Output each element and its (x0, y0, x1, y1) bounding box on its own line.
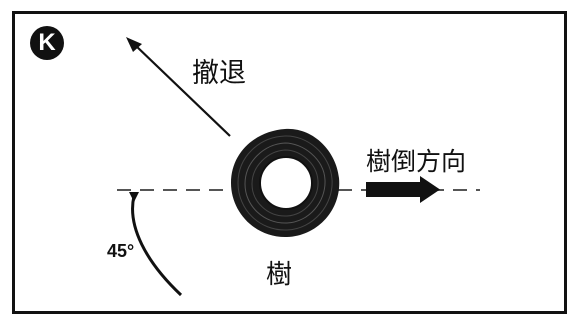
fall-direction-label: 樹倒方向 (366, 147, 467, 176)
panel-letter-badge: K (30, 26, 64, 60)
tree-label: 樹 (266, 260, 293, 290)
retreat-arrow-icon (126, 37, 231, 137)
tree-trunk-cross-section-icon (231, 128, 340, 238)
retreat-label: 撤退 (192, 58, 246, 89)
angle-arc (131, 195, 183, 297)
angle-label: 45° (107, 241, 135, 261)
angle-arc-tick (129, 192, 139, 202)
fall-direction-arrow-icon (366, 176, 440, 203)
